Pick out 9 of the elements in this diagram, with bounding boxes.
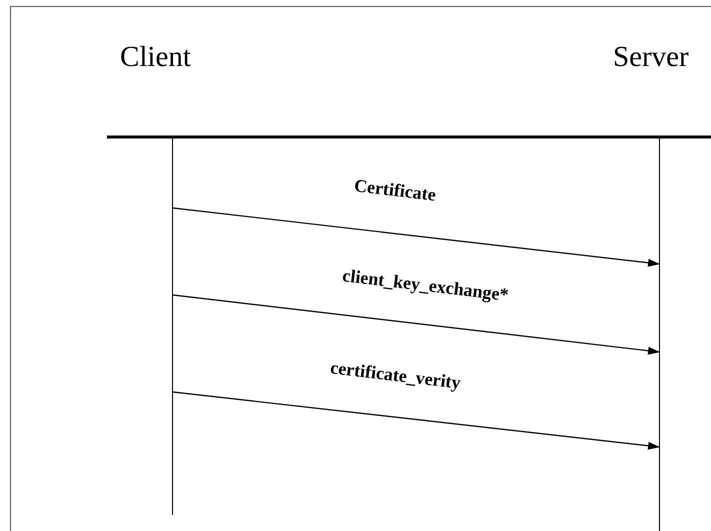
participant-name: Client [120, 40, 191, 74]
message-arrow [172, 294, 660, 355]
edge-label: Certificate [353, 174, 437, 206]
message-arrow [172, 207, 660, 267]
edge-label: certificate_verity [328, 356, 462, 394]
lifeline [172, 137, 173, 515]
message-arrow [172, 391, 660, 450]
participant-name: Server [613, 40, 689, 74]
lifeline [659, 137, 660, 531]
